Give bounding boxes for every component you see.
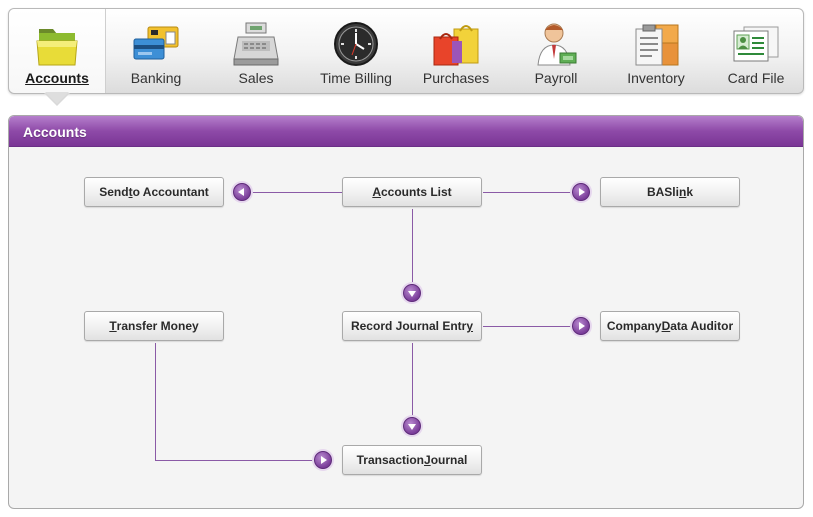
module-label: Accounts <box>25 70 89 86</box>
employee-icon <box>537 23 577 66</box>
module-label: Card File <box>727 70 785 86</box>
connector-line <box>483 326 575 327</box>
panel-header <box>9 116 803 147</box>
button-label: ournal <box>430 453 468 467</box>
button-label: k <box>686 185 694 199</box>
clipboard-boxes-icon <box>635 24 679 66</box>
cash-register-icon <box>233 22 279 66</box>
arrow-down-icon <box>403 417 421 435</box>
module-label: Time Billing <box>320 70 392 86</box>
shopping-bags-icon <box>433 25 479 66</box>
button-label: ransfer Money <box>116 319 199 333</box>
connector-line <box>250 192 343 193</box>
arrow-right-icon <box>572 183 590 201</box>
button-label: ccounts List <box>380 185 452 199</box>
connector-line <box>412 343 413 418</box>
panel-title: Accounts <box>23 124 87 140</box>
arrow-left-icon <box>233 183 251 201</box>
connector-line <box>412 209 413 285</box>
access-key: J <box>424 453 431 467</box>
connector-line <box>155 343 156 461</box>
connector-line <box>483 192 575 193</box>
arrow-down-icon <box>403 284 421 302</box>
module-label: Purchases <box>422 70 490 86</box>
module-label: Sales <box>238 70 274 86</box>
module-sales[interactable]: Sales <box>206 9 306 93</box>
module-payroll[interactable]: Payroll <box>506 9 606 93</box>
module-card-file[interactable]: Card File <box>706 9 806 93</box>
active-module-pointer <box>44 92 70 106</box>
button-label: Record Journal Entr <box>350 319 467 333</box>
access-key: D <box>661 319 671 333</box>
arrow-right-icon <box>572 317 590 335</box>
module-time-billing[interactable]: Time Billing <box>306 9 406 93</box>
contact-card-icon <box>733 26 779 62</box>
module-banking[interactable]: Banking <box>106 9 206 93</box>
connector-line <box>155 460 313 461</box>
bank-cards-icon <box>133 26 179 60</box>
module-label: Banking <box>130 70 182 86</box>
access-key: y <box>466 319 474 333</box>
module-inventory[interactable]: Inventory <box>606 9 706 93</box>
button-label: Transaction <box>356 453 424 467</box>
button-label: Send <box>99 185 129 199</box>
access-key: A <box>372 185 381 199</box>
module-label: Inventory <box>627 70 685 86</box>
module-purchases[interactable]: Purchases <box>406 9 506 93</box>
button-label: ata Auditor <box>670 319 734 333</box>
button-label: o Accountant <box>132 185 209 199</box>
arrow-right-icon <box>314 451 332 469</box>
folder-icon <box>36 29 78 66</box>
button-label: Company <box>606 319 662 333</box>
module-accounts[interactable]: Accounts <box>9 9 106 93</box>
access-key: t <box>128 185 133 199</box>
module-label: Payroll <box>534 70 578 86</box>
clock-icon <box>334 22 378 66</box>
access-key: T <box>109 319 117 333</box>
module-bar: Accounts Banking Sales <box>8 8 804 94</box>
access-key: n <box>678 185 687 199</box>
button-label: BASli <box>646 185 679 199</box>
